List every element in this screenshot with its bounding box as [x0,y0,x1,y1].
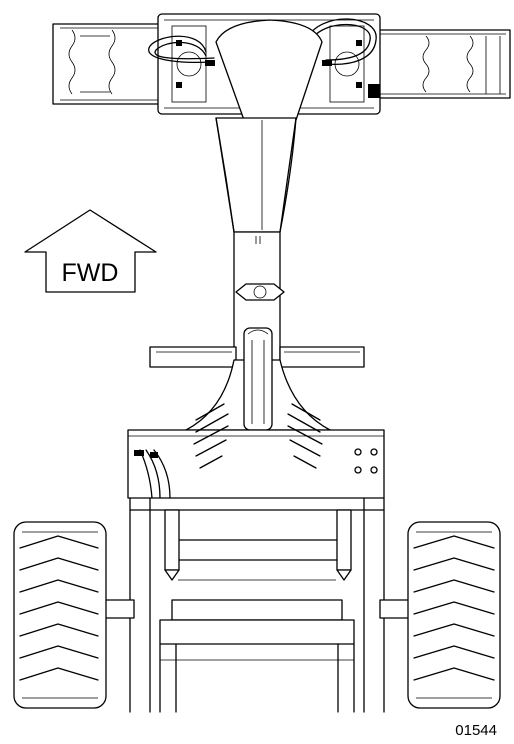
boom-column [215,117,297,363]
upright-cylinder [243,327,273,431]
base-plate [185,327,331,431]
mount-flange [235,283,285,301]
hose-left-inner [154,41,215,60]
hose-right-inner [309,23,371,61]
boom-head [215,19,323,121]
forward-arrow-icon: FWD [24,209,157,293]
left-arm [52,23,164,105]
upper-boom-assembly [52,13,511,121]
right-tire [407,521,501,709]
left-tire [13,521,107,709]
fwd-label: FWD [62,259,119,287]
vent-slots-right [287,403,323,469]
slotted-plate [127,403,385,499]
crossbar [149,346,365,368]
chassis [103,497,411,713]
hose-right [305,18,377,66]
figure-number: 01544 [455,722,497,739]
hose-left [148,35,215,64]
right-arm [367,29,511,99]
vent-slots-left [193,403,229,469]
